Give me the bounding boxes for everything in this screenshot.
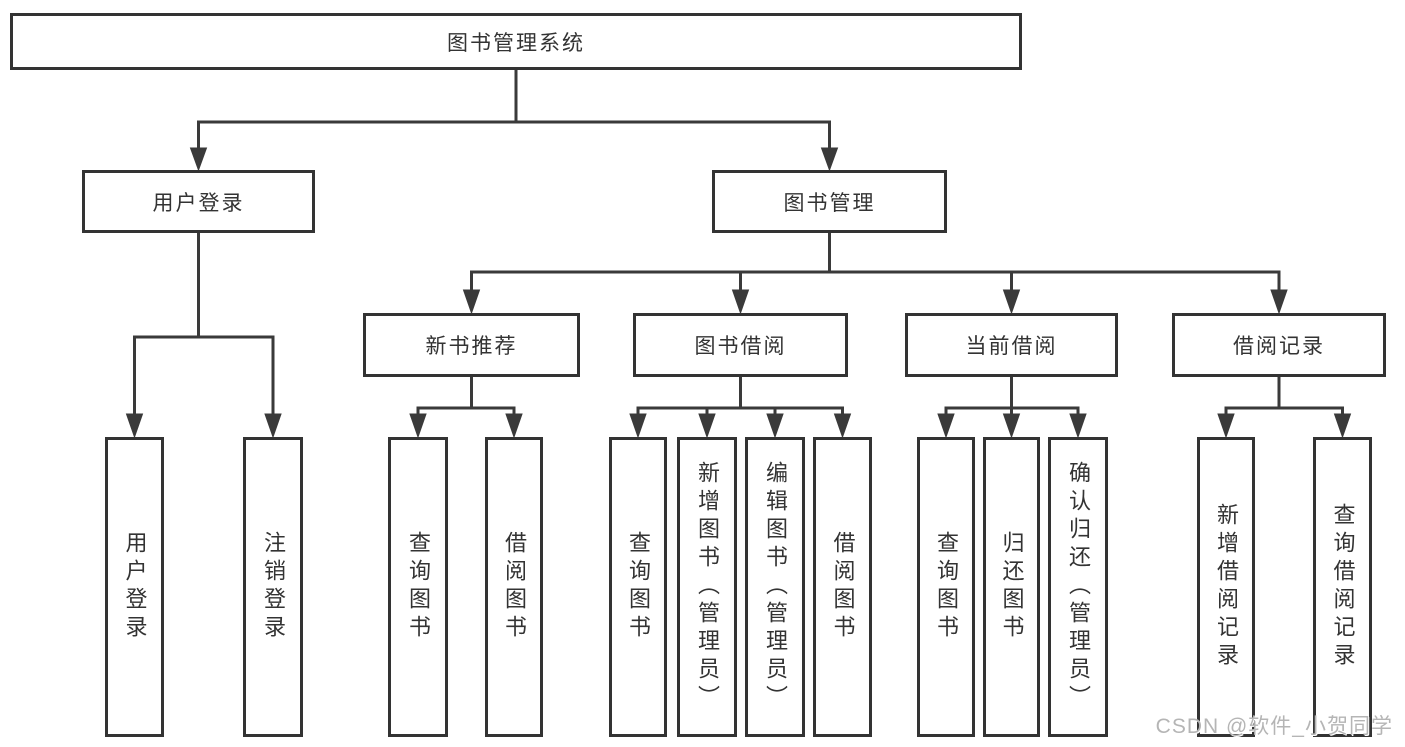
leaf-cb-return-books: 归还图书 <box>983 437 1040 737</box>
csdn-watermark: CSDN @软件_小贺同学 <box>1155 715 1393 738</box>
leaf-cb-query-books-label: 查询图书 <box>934 531 959 643</box>
leaf-br-add-record: 新增借阅记录 <box>1197 437 1255 737</box>
leaf-bb-edit-books-label: 编辑图书（管理员） <box>763 461 788 713</box>
leaf-br-query-record: 查询借阅记录 <box>1313 437 1372 737</box>
leaf-br-query-record-label: 查询借阅记录 <box>1330 503 1356 671</box>
leaf-nb-query-books: 查询图书 <box>388 437 448 737</box>
leaf-logout-label: 注销登录 <box>261 531 286 643</box>
connector-borrow-records-to-leaves <box>1217 377 1352 439</box>
node-book-mgmt-branch-label: 图书管理 <box>783 191 876 215</box>
node-user-login-branch: 用户登录 <box>82 170 315 233</box>
leaf-cb-confirm-return: 确认归还（管理员） <box>1048 437 1108 737</box>
leaf-cb-query-books: 查询图书 <box>917 437 975 737</box>
node-borrow-records: 借阅记录 <box>1172 313 1386 377</box>
leaf-bb-borrow-books: 借阅图书 <box>813 437 872 737</box>
node-current-borrow-label: 当前借阅 <box>965 335 1058 358</box>
node-root-system-label: 图书管理系统 <box>447 31 585 55</box>
leaf-bb-add-books: 新增图书（管理员） <box>677 437 737 737</box>
leaf-bb-edit-books: 编辑图书（管理员） <box>745 437 805 737</box>
node-book-borrow: 图书借阅 <box>633 313 848 377</box>
leaf-nb-query-books-label: 查询图书 <box>406 531 431 643</box>
node-user-login-branch-label: 用户登录 <box>152 191 245 215</box>
node-new-book-rec-label: 新书推荐 <box>425 335 518 358</box>
leaf-bb-add-books-label: 新增图书（管理员） <box>695 461 720 713</box>
leaf-bb-query-books-label: 查询图书 <box>626 531 651 643</box>
leaf-user-login: 用户登录 <box>105 437 164 737</box>
node-new-book-rec: 新书推荐 <box>363 313 580 377</box>
node-current-borrow: 当前借阅 <box>905 313 1118 377</box>
leaf-nb-borrow-books: 借阅图书 <box>485 437 543 737</box>
connector-root-to-level2 <box>189 69 839 172</box>
leaf-user-login-label: 用户登录 <box>122 531 148 643</box>
leaf-nb-borrow-books-label: 借阅图书 <box>502 531 527 643</box>
leaf-cb-confirm-return-label: 确认归还（管理员） <box>1066 461 1091 713</box>
leaf-br-add-record-label: 新增借阅记录 <box>1214 503 1239 671</box>
leaf-cb-return-books-label: 归还图书 <box>999 531 1025 643</box>
connector-book-mgmt-to-level3 <box>462 233 1288 315</box>
node-book-borrow-label: 图书借阅 <box>694 335 787 358</box>
connector-current-borrow-to-leaves <box>937 377 1087 439</box>
leaf-bb-borrow-books-label: 借阅图书 <box>830 531 856 643</box>
node-book-mgmt-branch: 图书管理 <box>712 170 947 233</box>
connector-user-login-to-leaves <box>125 233 282 439</box>
node-root-system: 图书管理系统 <box>10 13 1022 70</box>
leaf-bb-query-books: 查询图书 <box>609 437 667 737</box>
node-borrow-records-label: 借阅记录 <box>1233 335 1325 358</box>
connector-new-book-rec-to-leaves <box>409 377 523 439</box>
connector-book-borrow-to-leaves <box>629 377 852 439</box>
leaf-logout: 注销登录 <box>243 437 303 737</box>
